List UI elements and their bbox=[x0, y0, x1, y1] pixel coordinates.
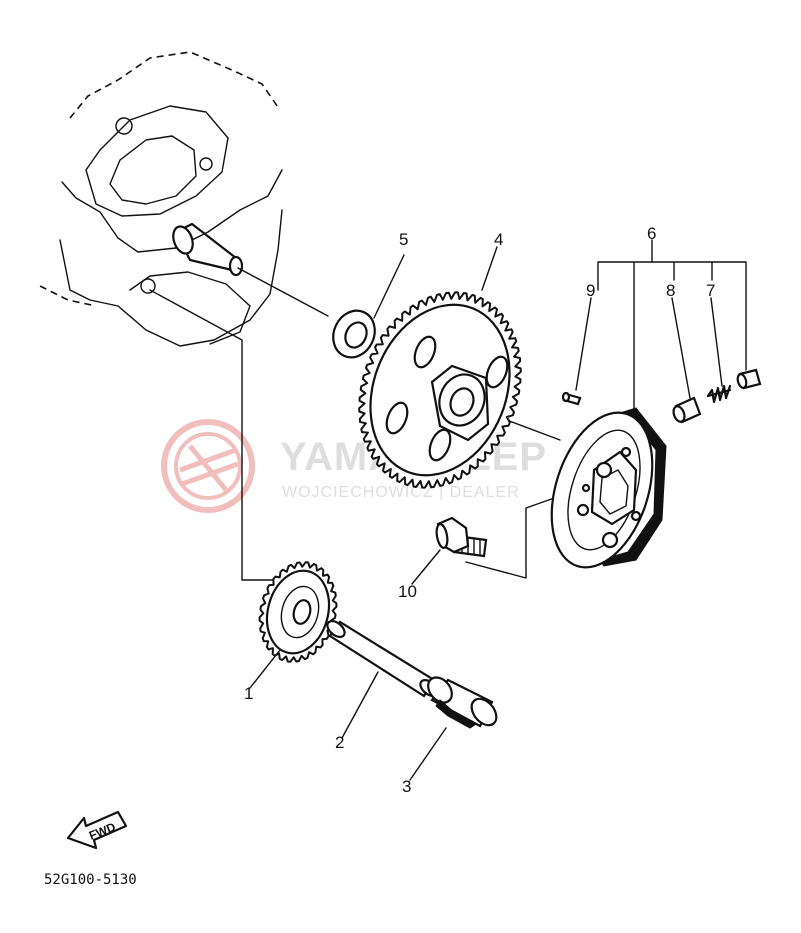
reference-lines bbox=[149, 267, 561, 581]
diagram-code: 52G100-5130 bbox=[44, 872, 137, 888]
watermark-subline: WOJCIECHOWICZ | DEALER bbox=[282, 484, 520, 501]
watermark: YAMA SKLEP WOJCIECHOWICZ | DEALER bbox=[161, 419, 546, 513]
engine-output-shaft bbox=[172, 222, 244, 277]
watermark-logo-icon bbox=[161, 419, 255, 513]
callout-9: 9 bbox=[586, 281, 595, 300]
callout-10: 10 bbox=[398, 582, 417, 601]
forward-arrow-icon bbox=[66, 810, 128, 850]
part-10-bolt bbox=[435, 516, 488, 558]
engine-crankcase bbox=[39, 51, 283, 347]
forward-arrow: FWD bbox=[66, 810, 128, 850]
part-1-idler-gear bbox=[258, 561, 338, 663]
callout-8: 8 bbox=[666, 281, 675, 300]
callout-4: 4 bbox=[494, 230, 503, 249]
spring-cap bbox=[736, 368, 762, 390]
part-8-plunger bbox=[672, 396, 702, 424]
part-7-spring bbox=[706, 384, 732, 404]
part-9-pin bbox=[561, 391, 582, 406]
callout-2: 2 bbox=[335, 733, 344, 752]
callout-leaders bbox=[249, 239, 747, 781]
callout-6: 6 bbox=[647, 224, 656, 243]
callout-5: 5 bbox=[399, 230, 408, 249]
part-3-bushing bbox=[427, 676, 498, 729]
callout-1: 1 bbox=[244, 684, 253, 703]
part-5-washer bbox=[332, 309, 376, 359]
part-2-shaft bbox=[326, 619, 439, 698]
part-6-clutch-housing bbox=[550, 407, 667, 569]
callout-7: 7 bbox=[706, 281, 715, 300]
callout-3: 3 bbox=[402, 777, 411, 796]
part-4-large-gear bbox=[358, 291, 522, 489]
callout-labels: 1 2 3 4 5 6 7 8 9 10 bbox=[244, 224, 715, 796]
